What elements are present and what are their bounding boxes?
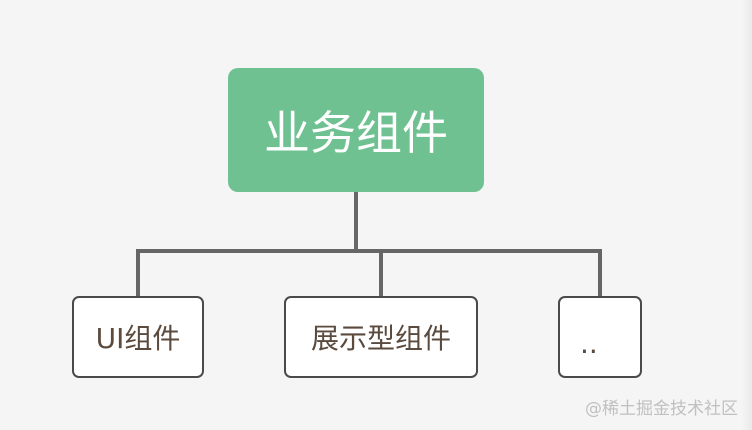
child-node-label: UI组件 [95,322,181,355]
child-node-label: .. [580,326,598,360]
root-node: 业务组件 [228,68,484,192]
child-node-more: .. [558,296,642,378]
right-edge-shade [742,0,752,430]
child-node-label: 展示型组件 [310,322,451,355]
child-node-ui: UI组件 [72,296,204,378]
watermark: @稀土掘金技术社区 [585,399,738,419]
child-node-display: 展示型组件 [284,296,478,378]
root-node-label: 业务组件 [264,106,448,160]
